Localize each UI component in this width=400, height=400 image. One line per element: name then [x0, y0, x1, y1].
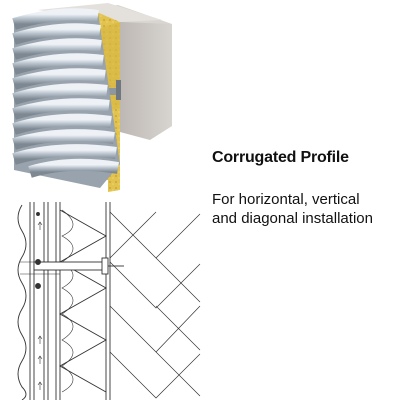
- description-line-2: and diagonal installation: [212, 210, 373, 227]
- section-drawing: [17, 202, 201, 400]
- masonry-hatch: [109, 211, 201, 399]
- description-line-1: For horizontal, vertical: [212, 191, 360, 208]
- product-text: Corrugated Profile For horizontal, verti…: [212, 148, 398, 228]
- bracket: [104, 80, 121, 100]
- concrete-wall: [38, 3, 172, 140]
- product-description: For horizontal, vertical and diagonal in…: [212, 190, 398, 228]
- profile-wave: [17, 204, 27, 400]
- product-title: Corrugated Profile: [212, 149, 349, 166]
- fixing-bracket: [33, 261, 107, 271]
- insulation-zigzag: [59, 209, 107, 393]
- corrugated-panel: [12, 8, 120, 188]
